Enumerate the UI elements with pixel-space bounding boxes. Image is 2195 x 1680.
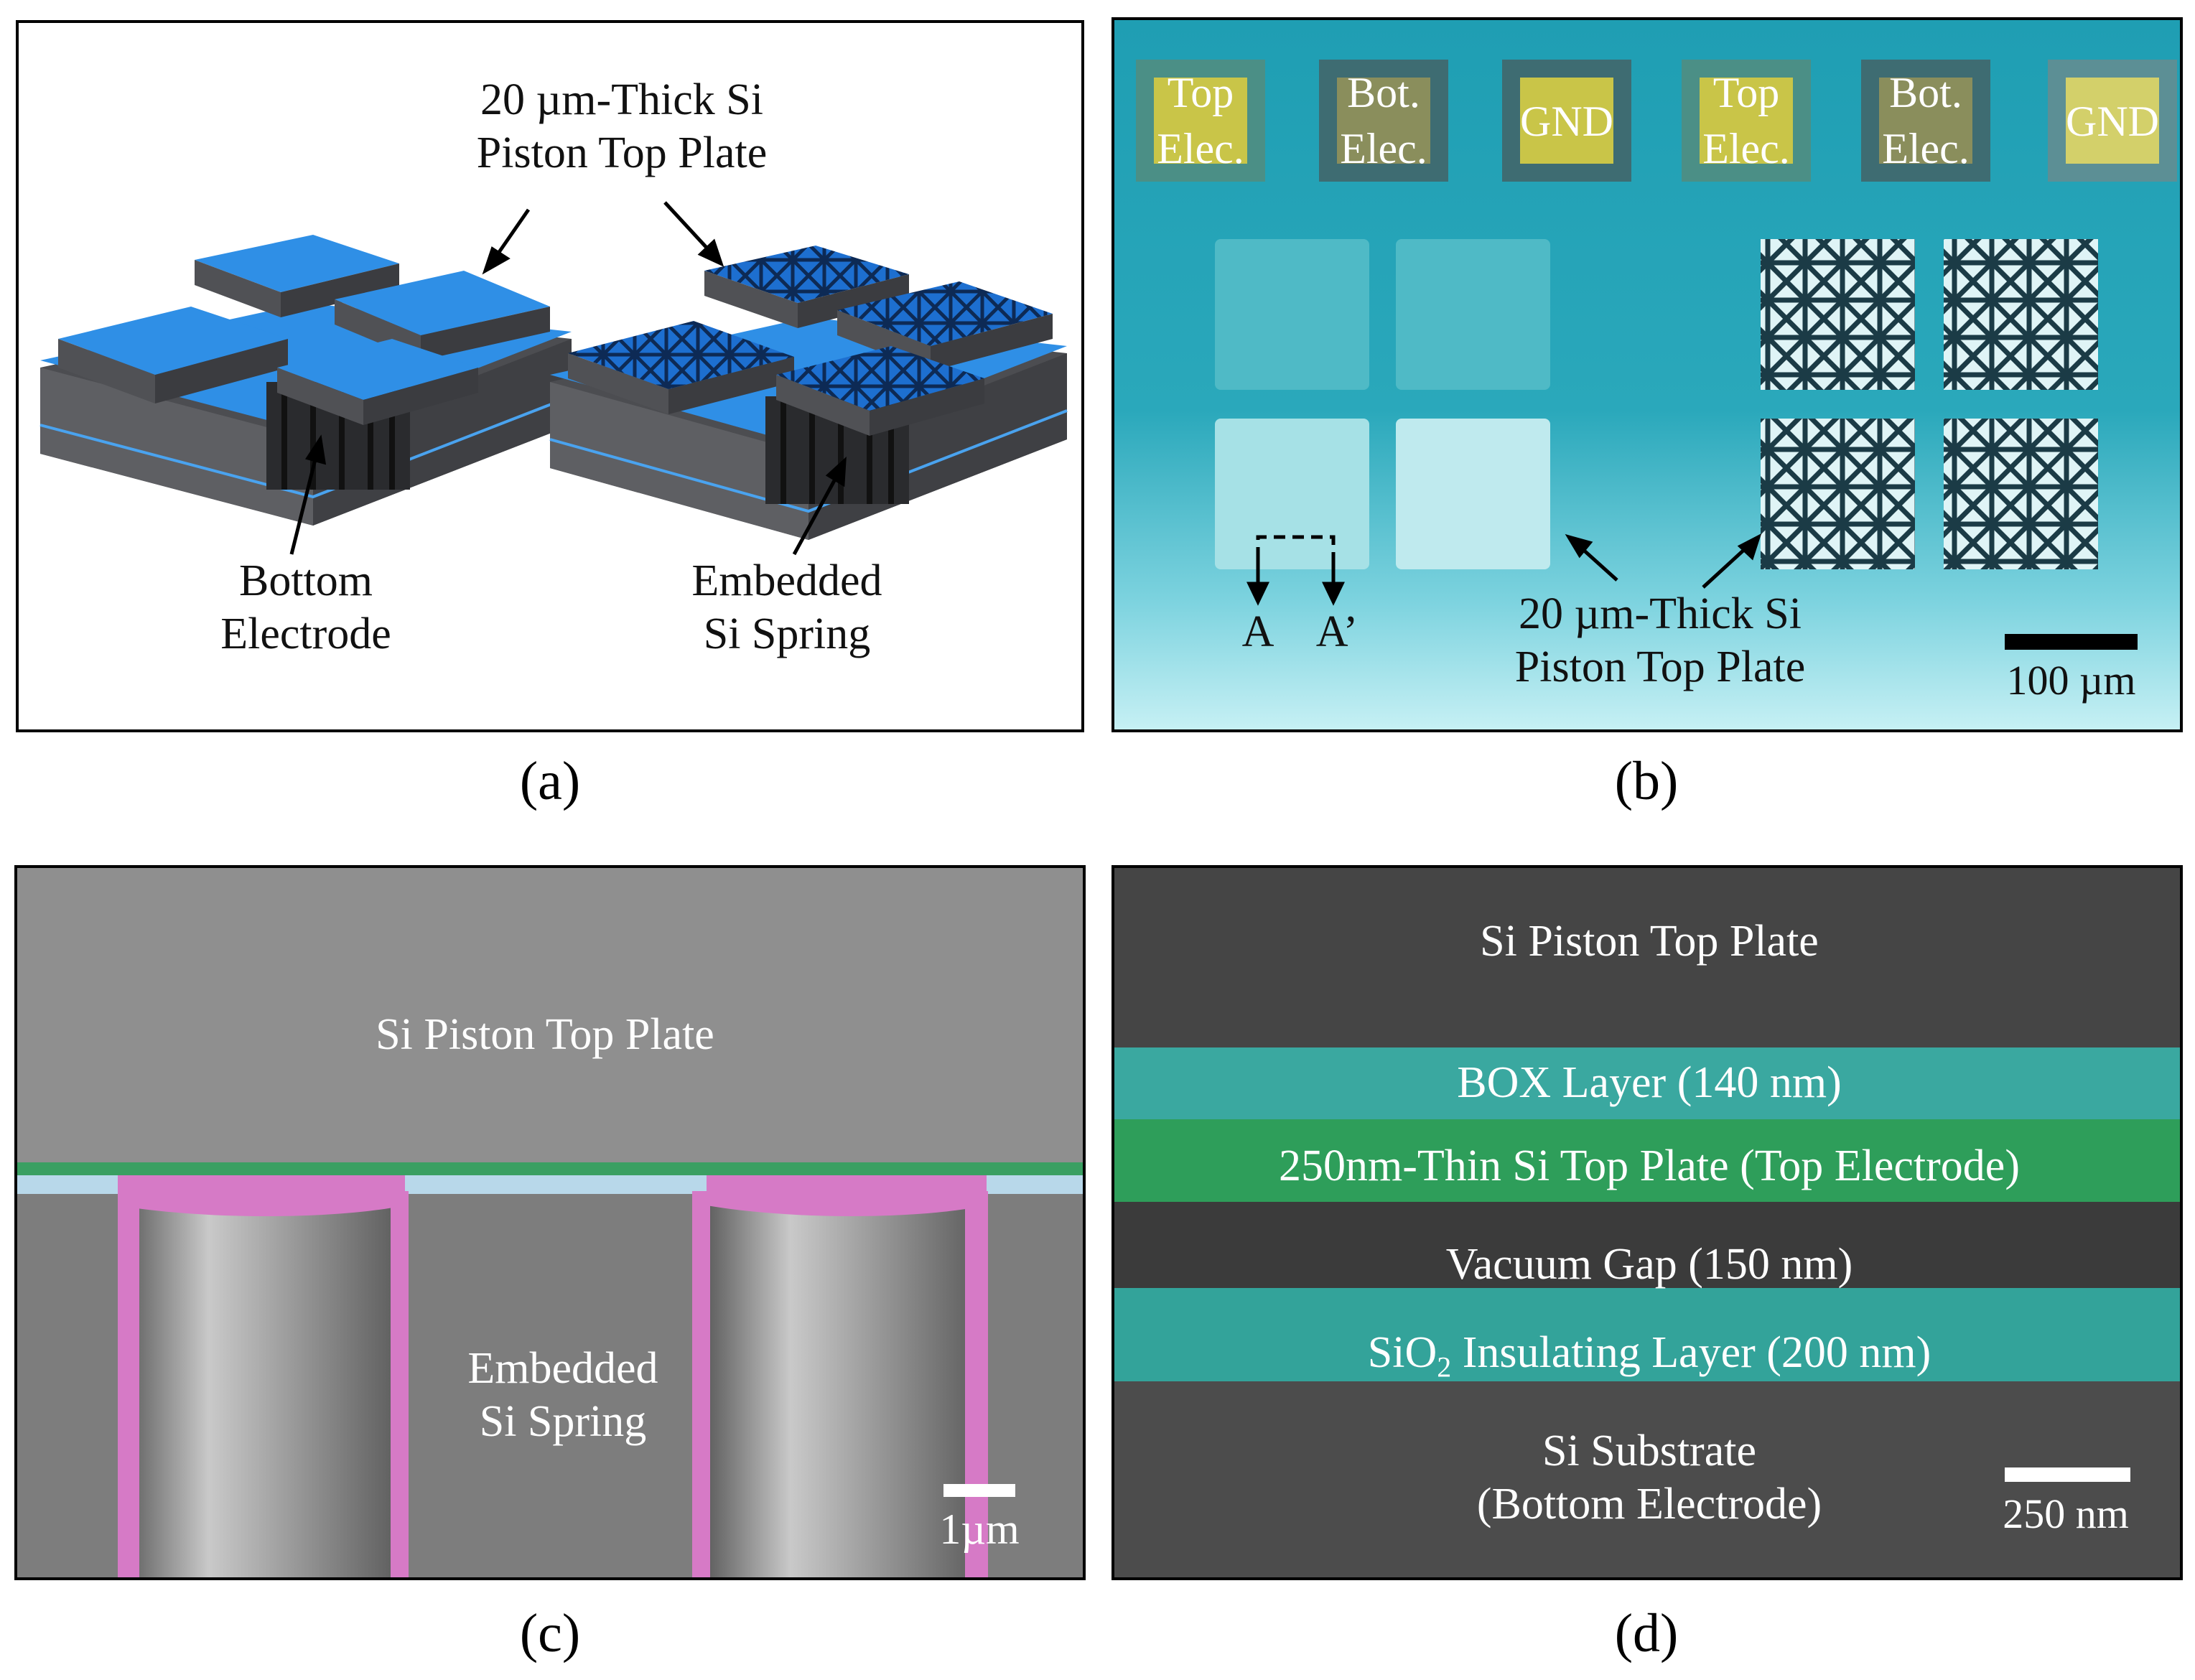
panel-c: Si Piston Top Plate Embedded Si Spring 1… [14, 865, 1086, 1580]
substrate-label: Si Substrate (Bottom Electrode) [1476, 1427, 1822, 1529]
top-plate-label-d: Si Piston Top Plate [1480, 917, 1819, 966]
insulating-band [1114, 1288, 2180, 1381]
lattice-plate-4 [1944, 419, 2098, 569]
top-plate-label-b: 20 µm-Thick Si Piston Top Plate [1514, 589, 1806, 692]
mesh-plate-b1 [568, 321, 794, 389]
right-device-block [549, 246, 1068, 540]
caption-c: (c) [519, 1603, 581, 1663]
solid-plate-4 [1396, 419, 1550, 569]
pad-label-2: Bot.Elec. [1340, 69, 1427, 172]
caption-d: (d) [1614, 1603, 1679, 1663]
pad-label-5: Bot.Elec. [1882, 69, 1970, 172]
green-layer-c [17, 1162, 1083, 1175]
insulating-layer-label: SiO2 Insulating Layer (200 nm) [1367, 1328, 1931, 1383]
panel-a-arrows [289, 201, 847, 556]
lattice-plate-3 [1761, 419, 1915, 569]
vacuum-gap-label: Vacuum Gap (150 nm) [1445, 1240, 1853, 1289]
top-plate-label: 20 µm-Thick Si Piston Top Plate [476, 75, 768, 178]
mesh-plate-b4 [776, 346, 984, 411]
section-line-aa [1246, 535, 1345, 606]
trench-right [707, 1198, 987, 1577]
section-label-a-prime: A’ [1315, 607, 1359, 656]
panel-a: 20 µm-Thick Si Piston Top Plate Bottom E… [16, 20, 1084, 732]
scale-label-d: 250 nm [2003, 1490, 2129, 1537]
plate-a1 [58, 307, 288, 375]
plate-a3 [335, 271, 550, 335]
bottom-electrode-label: Bottom Electrode [220, 556, 391, 659]
scale-label-c: 1µm [939, 1506, 1020, 1553]
mesh-plate-b2 [704, 246, 909, 303]
thin-plate-label: 250nm-Thin Si Top Plate (Top Electrode) [1279, 1142, 2020, 1190]
scale-bar-d [2005, 1467, 2130, 1482]
left-device-block [39, 235, 572, 526]
lattice-plate-1 [1761, 239, 1915, 390]
panel-d: Si Piston Top Plate BOX Layer (140 nm) 2… [1112, 865, 2183, 1580]
plate-a2 [195, 235, 399, 292]
box-layer-band [1114, 1047, 2180, 1119]
caption-b: (b) [1614, 751, 1679, 811]
trench-left [125, 1198, 405, 1577]
spring-label-c: Embedded Si Spring [467, 1344, 658, 1447]
bond-pads [1136, 60, 2177, 182]
scale-label-b: 100 µm [2006, 657, 2136, 704]
top-plate-label-c: Si Piston Top Plate [376, 1010, 714, 1059]
panel-c-sem [17, 868, 1083, 1577]
box-layer-label: BOX Layer (140 nm) [1457, 1058, 1842, 1107]
panel-b-arrows [1565, 533, 1762, 589]
pad-label-6: GND [2066, 98, 2159, 145]
panel-b-sem [1136, 60, 2177, 650]
vacuum-gap-band [1114, 1202, 2180, 1288]
spring-walls [118, 1175, 988, 1577]
panel-d-sem [1114, 868, 2180, 1577]
embedded-spring-label: Embedded Si Spring [691, 556, 882, 659]
solid-plate-1 [1215, 239, 1369, 390]
caption-a: (a) [519, 751, 581, 811]
scale-bar-b [2005, 634, 2138, 650]
plate-a4 [277, 339, 478, 400]
section-label-a: A [1241, 607, 1274, 656]
lattice-plate-2 [1944, 239, 2098, 390]
solid-plate-3 [1215, 419, 1369, 569]
scale-bar-c [943, 1484, 1015, 1497]
solid-plate-2 [1396, 239, 1550, 390]
thin-plate-band [1114, 1119, 2180, 1202]
pad-label-3: GND [1520, 98, 1613, 145]
panel-a-illustration [39, 201, 1068, 556]
mesh-plate-b3 [837, 281, 1053, 346]
